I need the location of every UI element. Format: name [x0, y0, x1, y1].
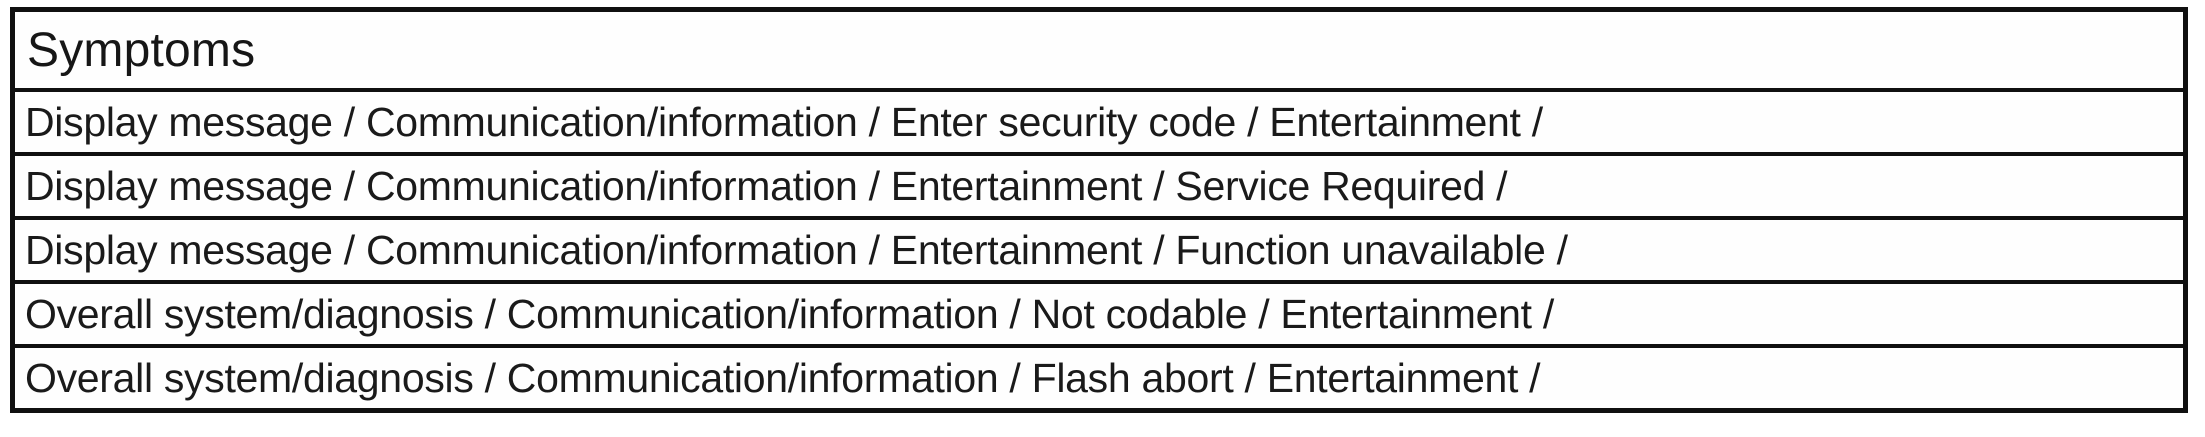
table-row: Display message / Communication/informat…: [15, 220, 2183, 284]
table-header-label: Symptoms: [27, 23, 256, 77]
table-row: Display message / Communication/informat…: [15, 92, 2183, 156]
table-header-row: Symptoms: [15, 12, 2183, 92]
table-row: Display message / Communication/informat…: [15, 156, 2183, 220]
symptom-path-text: Display message / Communication/informat…: [25, 98, 1543, 145]
symptom-path-text: Overall system/diagnosis / Communication…: [25, 290, 1554, 337]
symptom-path-text: Display message / Communication/informat…: [25, 162, 1508, 209]
symptom-path-text: Display message / Communication/informat…: [25, 226, 1568, 273]
table-row: Overall system/diagnosis / Communication…: [15, 284, 2183, 348]
symptoms-table: Symptoms Display message / Communication…: [10, 7, 2188, 413]
table-row: Overall system/diagnosis / Communication…: [15, 348, 2183, 408]
symptom-path-text: Overall system/diagnosis / Communication…: [25, 354, 1541, 401]
